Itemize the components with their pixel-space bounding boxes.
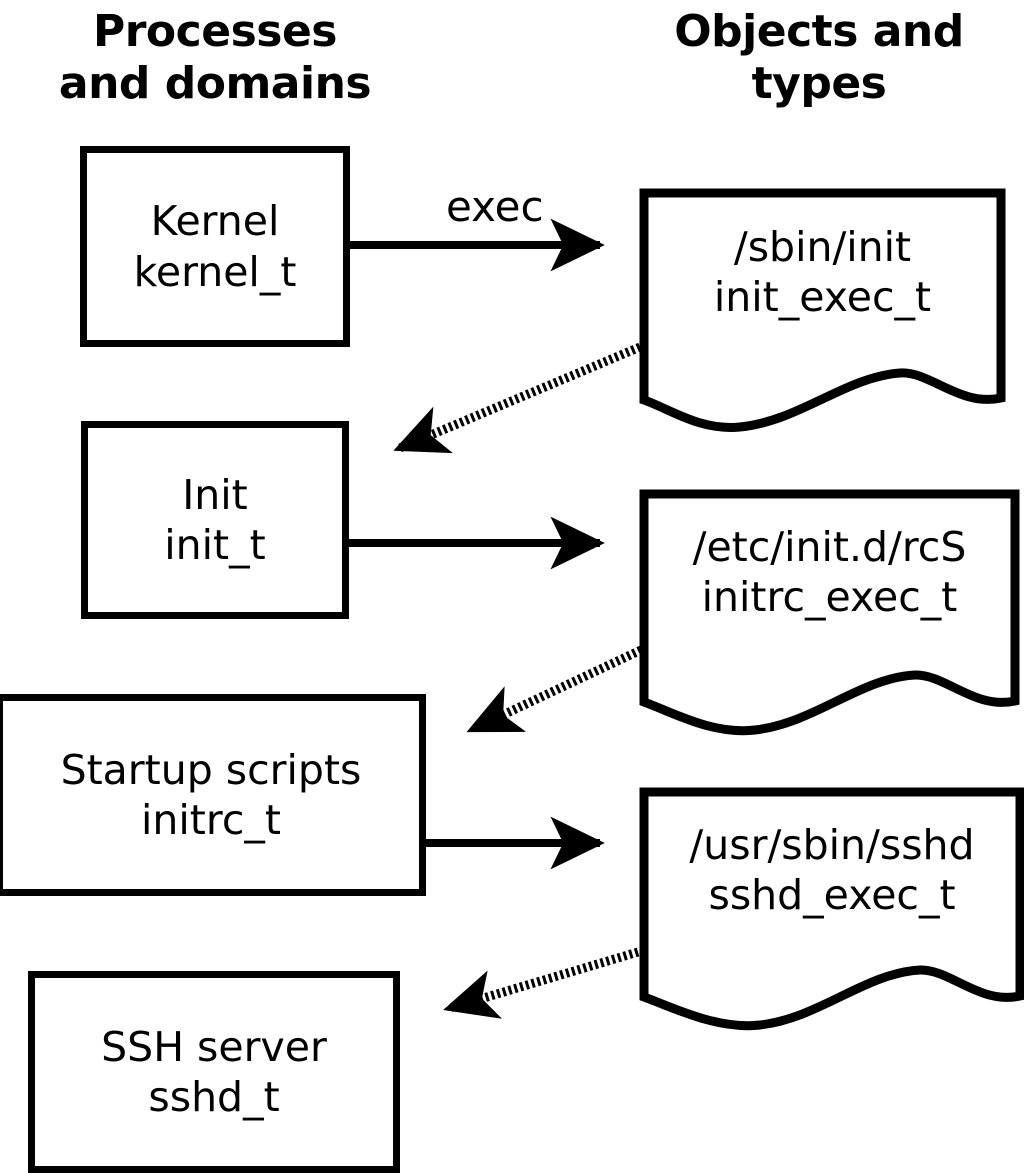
arrow-sshdexec-transition-sshd [443,947,640,1019]
process-box-kernel-title: Kernel [150,197,280,246]
process-box-ssh-server-type: sshd_t [148,1073,280,1121]
process-box-kernel-type: kernel_t [133,247,297,296]
process-box-ssh-server-title: SSH server [101,1022,327,1071]
process-box-startup-scripts-type: initrc_t [141,796,281,844]
object-doc-sbin-init[interactable]: /sbin/init init_exec_t [644,222,1001,322]
object-doc-etc-initd-rcs[interactable]: /etc/init.d/rcS initrc_exec_t [648,522,1011,622]
process-box-startup-scripts-title: Startup scripts [60,745,362,794]
process-box-startup-scripts[interactable]: Startup scripts initrc_t [0,694,426,896]
column-header-objects: Objects and types [674,6,964,109]
edge-label-exec: exec [446,182,544,231]
object-doc-etc-initd-rcs-type: initrc_exec_t [701,573,958,622]
process-box-ssh-server[interactable]: SSH server sshd_t [28,971,400,1173]
process-box-init[interactable]: Init init_t [81,421,349,619]
process-box-init-title: Init [182,470,248,519]
object-doc-usr-sbin-sshd-path: /usr/sbin/sshd [689,821,975,869]
process-box-init-type: init_t [164,521,266,569]
arrow-initexec-transition-init [393,342,642,454]
arrow-rcsexec-transition-initrc [466,645,643,734]
process-box-kernel[interactable]: Kernel kernel_t [80,146,350,347]
object-doc-usr-sbin-sshd[interactable]: /usr/sbin/sshd sshd_exec_t [648,820,1016,920]
object-doc-etc-initd-rcs-path: /etc/init.d/rcS [692,523,967,571]
column-header-processes: Processes and domains [58,6,372,109]
object-doc-usr-sbin-sshd-type: sshd_exec_t [708,871,956,920]
object-doc-sbin-init-type: init_exec_t [713,273,932,322]
object-doc-sbin-init-path: /sbin/init [733,223,912,271]
